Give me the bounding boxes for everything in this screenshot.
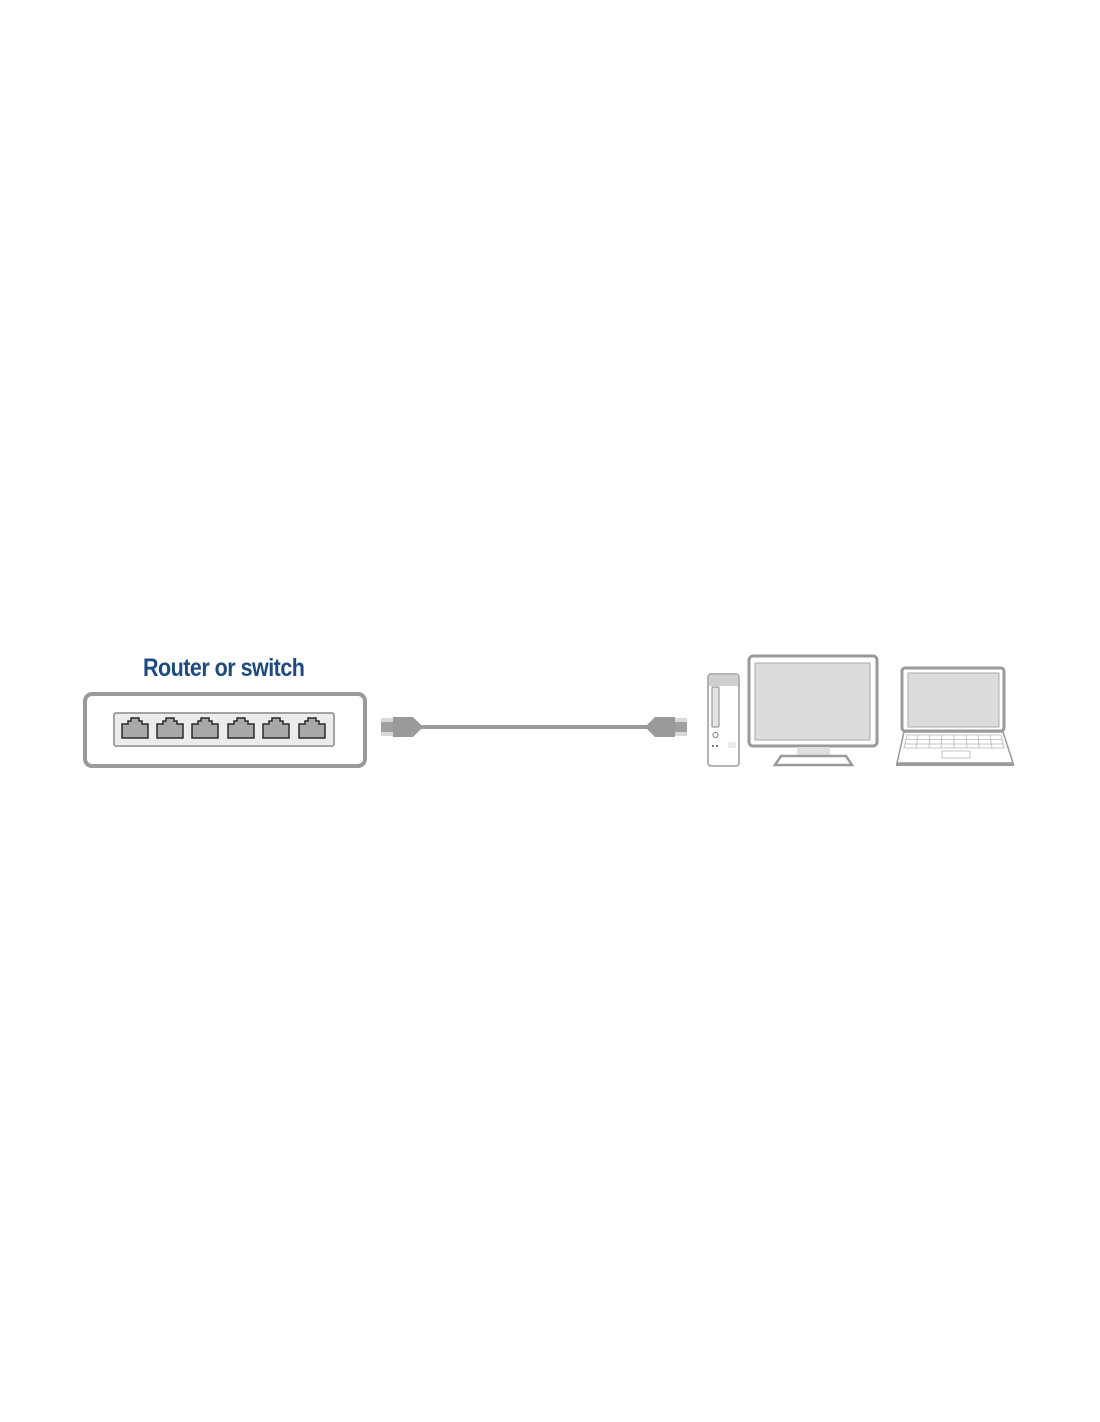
ethernet-port-icon (121, 717, 149, 739)
ethernet-port-icon (227, 717, 255, 739)
ethernet-port-icon (298, 717, 326, 739)
laptop-icon (896, 666, 1015, 766)
port-strip (113, 712, 335, 747)
desktop-tower-icon (707, 673, 740, 767)
ethernet-cable-icon (381, 717, 687, 737)
ethernet-port-icon (156, 717, 184, 739)
monitor-icon (747, 654, 879, 767)
router-label: Router or switch (143, 654, 305, 682)
ethernet-port-icon (191, 717, 219, 739)
ethernet-port-icon (262, 717, 290, 739)
